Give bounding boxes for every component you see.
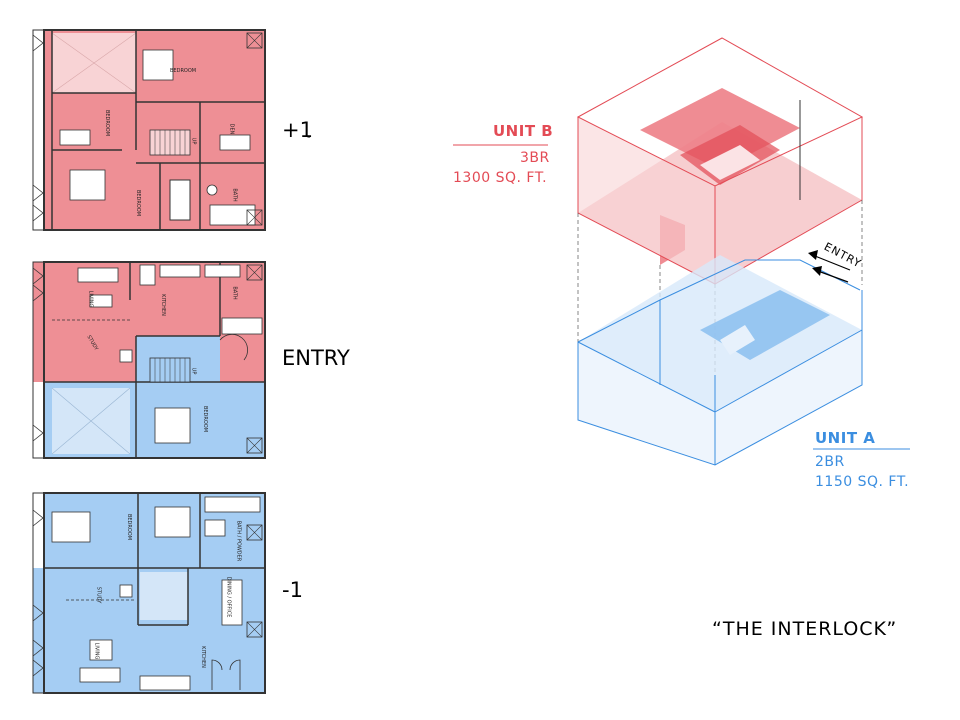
unit-a-bedrooms: 2BR [815, 454, 845, 470]
diagram-caption: “THE INTERLOCK” [712, 618, 898, 640]
room-label: BATH / POWDER [235, 520, 242, 562]
room-label: STUDY [95, 586, 102, 604]
level-label-entry: ENTRY [282, 346, 350, 370]
unit-a-volume [577, 255, 863, 466]
level-mark-upper: - [307, 132, 311, 143]
unit-b-bedrooms: 3BR [520, 150, 550, 166]
room-label: BEDROOM [202, 405, 209, 433]
room-label: LIVING [87, 290, 94, 308]
unit-a-name: UNIT A [815, 429, 876, 447]
room-label: BEDROOM [170, 68, 197, 74]
level-label-upper: +1 [282, 118, 313, 142]
plan-lower-level [32, 492, 266, 694]
room-label: KITCHEN [159, 294, 166, 316]
unit-b-volume [576, 37, 864, 285]
plan-upper-level [32, 29, 266, 231]
room-label: BEDROOM [126, 513, 133, 541]
plan-entry-level [32, 261, 266, 459]
room-label: BATH [231, 188, 238, 202]
room-label: UP [190, 367, 197, 375]
level-label-lower: -1 [282, 578, 303, 602]
room-label: BEDROOM [135, 189, 142, 217]
entry-arrow [808, 250, 851, 283]
room-label: LIVING [93, 642, 100, 660]
room-label: DEN [228, 123, 235, 135]
unit-a-area: 1150 SQ. FT. [815, 474, 910, 490]
unit-b-name: UNIT B [493, 122, 554, 140]
room-label: BATH [231, 286, 238, 300]
unit-b-area: 1300 SQ. FT. [453, 170, 548, 186]
room-label: KITCHEN [199, 646, 206, 668]
room-label: BEDROOM [104, 109, 111, 137]
room-label: DINING / OFFICE [225, 576, 232, 618]
room-label: UP [190, 137, 197, 145]
